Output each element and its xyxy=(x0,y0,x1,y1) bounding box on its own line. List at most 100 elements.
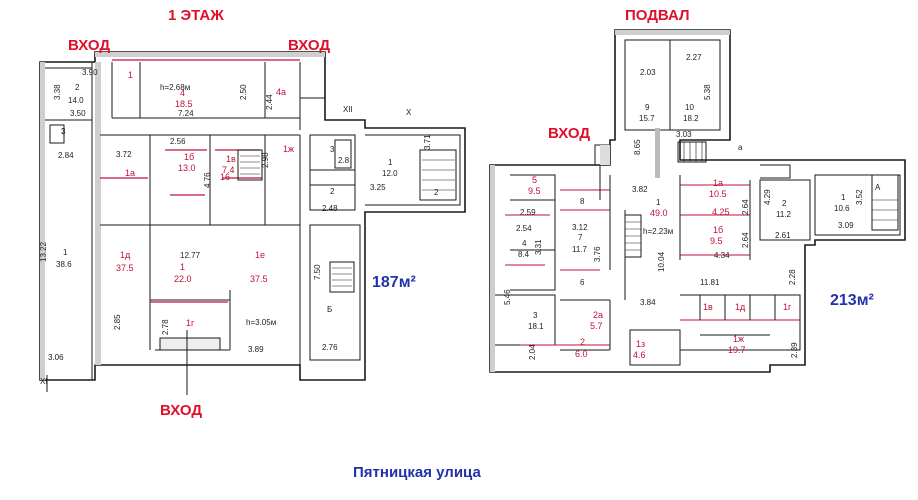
room-number: 2 xyxy=(330,187,335,196)
room-number: 1 xyxy=(63,248,68,257)
dim: 2.56 xyxy=(170,137,186,146)
room-number: 1 xyxy=(841,193,846,202)
room-number: 7 xyxy=(578,233,583,242)
dim: 3.09 xyxy=(838,221,854,230)
dim: Б xyxy=(327,305,332,314)
room-number: 4 xyxy=(522,239,527,248)
dim: 3.25 xyxy=(370,183,386,192)
floor1-area: 187м² xyxy=(372,274,416,291)
room-number: 9 xyxy=(645,103,650,112)
dim: 3.82 xyxy=(632,185,648,194)
dim: 13.22 xyxy=(39,241,48,262)
basement-room-labels: 9 15.7 10 18.2 5 9.5 4 8.4 7 11.7 8 1 49… xyxy=(518,103,850,360)
room-area: 6.0 xyxy=(575,349,588,359)
floor1-entrance-left: ВХОД xyxy=(68,37,110,54)
room-number: 3 xyxy=(533,311,538,320)
room-number: 4 xyxy=(180,88,185,98)
dim: 10.04 xyxy=(657,251,666,272)
dim: 3.89 xyxy=(248,345,264,354)
floor1-room-labels: 2 14.0 1 38.6 3 1 4 18.5 4а 1а 1б 13.0 1… xyxy=(56,70,439,328)
dim: 12.77 xyxy=(180,251,201,260)
floor1-entrance-right: ВХОД xyxy=(288,37,330,54)
room-number: 1б xyxy=(184,152,194,162)
room-number: 1д xyxy=(735,302,746,312)
dim: 5.38 xyxy=(703,84,712,100)
dim: 3.52 xyxy=(855,189,864,205)
room-number: 2 xyxy=(434,188,439,197)
axis-x: X xyxy=(406,108,412,117)
room-area: 38.6 xyxy=(56,260,72,269)
dim: 3.31 xyxy=(534,239,543,255)
basement-area: 213м² xyxy=(830,292,874,309)
dim: 3.72 xyxy=(116,150,132,159)
room-number: 1ж xyxy=(733,334,744,344)
room-area: 37.5 xyxy=(116,263,134,273)
room-number: 1д xyxy=(120,250,131,260)
room-area: 22.0 xyxy=(174,274,192,284)
room-area: 11.7 xyxy=(572,245,588,254)
floor1-plan xyxy=(39,51,466,395)
dim: 4.34 xyxy=(714,251,730,260)
room-number: 5 xyxy=(532,175,537,185)
axis-xii: XII xyxy=(343,105,353,114)
dim: а xyxy=(738,143,743,152)
basement-entrance: ВХОД xyxy=(548,125,590,142)
room-number: 1 xyxy=(388,158,393,167)
basement-plan xyxy=(489,29,906,373)
room-number: 1г xyxy=(783,302,792,312)
dim: 3.38 xyxy=(53,84,62,100)
room-area: 7.4 xyxy=(222,165,235,175)
dim: 3.50 xyxy=(70,109,86,118)
dim: 2.48 xyxy=(322,204,338,213)
room-number: 1 xyxy=(128,70,133,80)
dim: 3.03 xyxy=(676,130,692,139)
floor1-title: 1 ЭТАЖ xyxy=(168,7,224,24)
dim: h=2.23м xyxy=(643,227,673,236)
dim: 3.76 xyxy=(593,246,602,262)
dim: 3.06 xyxy=(48,353,64,362)
dim: 2.54 xyxy=(516,224,532,233)
dim: 3.12 xyxy=(572,223,588,232)
dim: 2.28 xyxy=(788,269,797,285)
dim: 2.44 xyxy=(265,94,274,110)
room-number: 1 xyxy=(656,198,661,207)
dim: 2.76 xyxy=(322,343,338,352)
room-area: 9.5 xyxy=(528,186,541,196)
dim: 2.50 xyxy=(239,84,248,100)
dim: А xyxy=(875,183,881,192)
room-number: 3 xyxy=(330,145,335,154)
room-area: 13.0 xyxy=(178,163,196,173)
room-area: 18.5 xyxy=(175,99,193,109)
room-number: 1в xyxy=(703,302,713,312)
room-area: 19.7 xyxy=(728,345,746,355)
room-area: 5.7 xyxy=(590,321,603,331)
room-area: 11.2 xyxy=(776,210,792,219)
room-area: 10.6 xyxy=(834,204,850,213)
room-number: 4а xyxy=(276,87,286,97)
dim: 2.98 xyxy=(261,152,270,168)
dim: 2.59 xyxy=(520,208,536,217)
dim: 5.46 xyxy=(503,289,512,305)
dim: 7.24 xyxy=(178,109,194,118)
floor1-outer-wall xyxy=(39,51,466,381)
room-number: 1в xyxy=(226,154,236,164)
room-number: 2 xyxy=(580,337,585,347)
dim: 3.90 xyxy=(82,68,98,77)
room-number: 3 xyxy=(61,127,66,136)
dim: 2.64 xyxy=(741,199,750,215)
dim: 2.61 xyxy=(775,231,791,240)
room-number: 16 xyxy=(220,172,230,182)
street-label: Пятницкая улица xyxy=(353,464,481,481)
room-number: 1е xyxy=(255,250,265,260)
room-number: 6 xyxy=(580,278,585,287)
dim: 4.25 xyxy=(712,207,730,217)
room-number: 8 xyxy=(580,197,585,206)
room-area: 9.5 xyxy=(710,236,723,246)
dim: 8.65 xyxy=(633,139,642,155)
basement-title: ПОДВАЛ xyxy=(625,7,690,24)
dim: h=3.05м xyxy=(246,318,276,327)
dim: 2.84 xyxy=(58,151,74,160)
dim: 2.04 xyxy=(528,344,537,360)
dim: 4.29 xyxy=(763,189,772,205)
